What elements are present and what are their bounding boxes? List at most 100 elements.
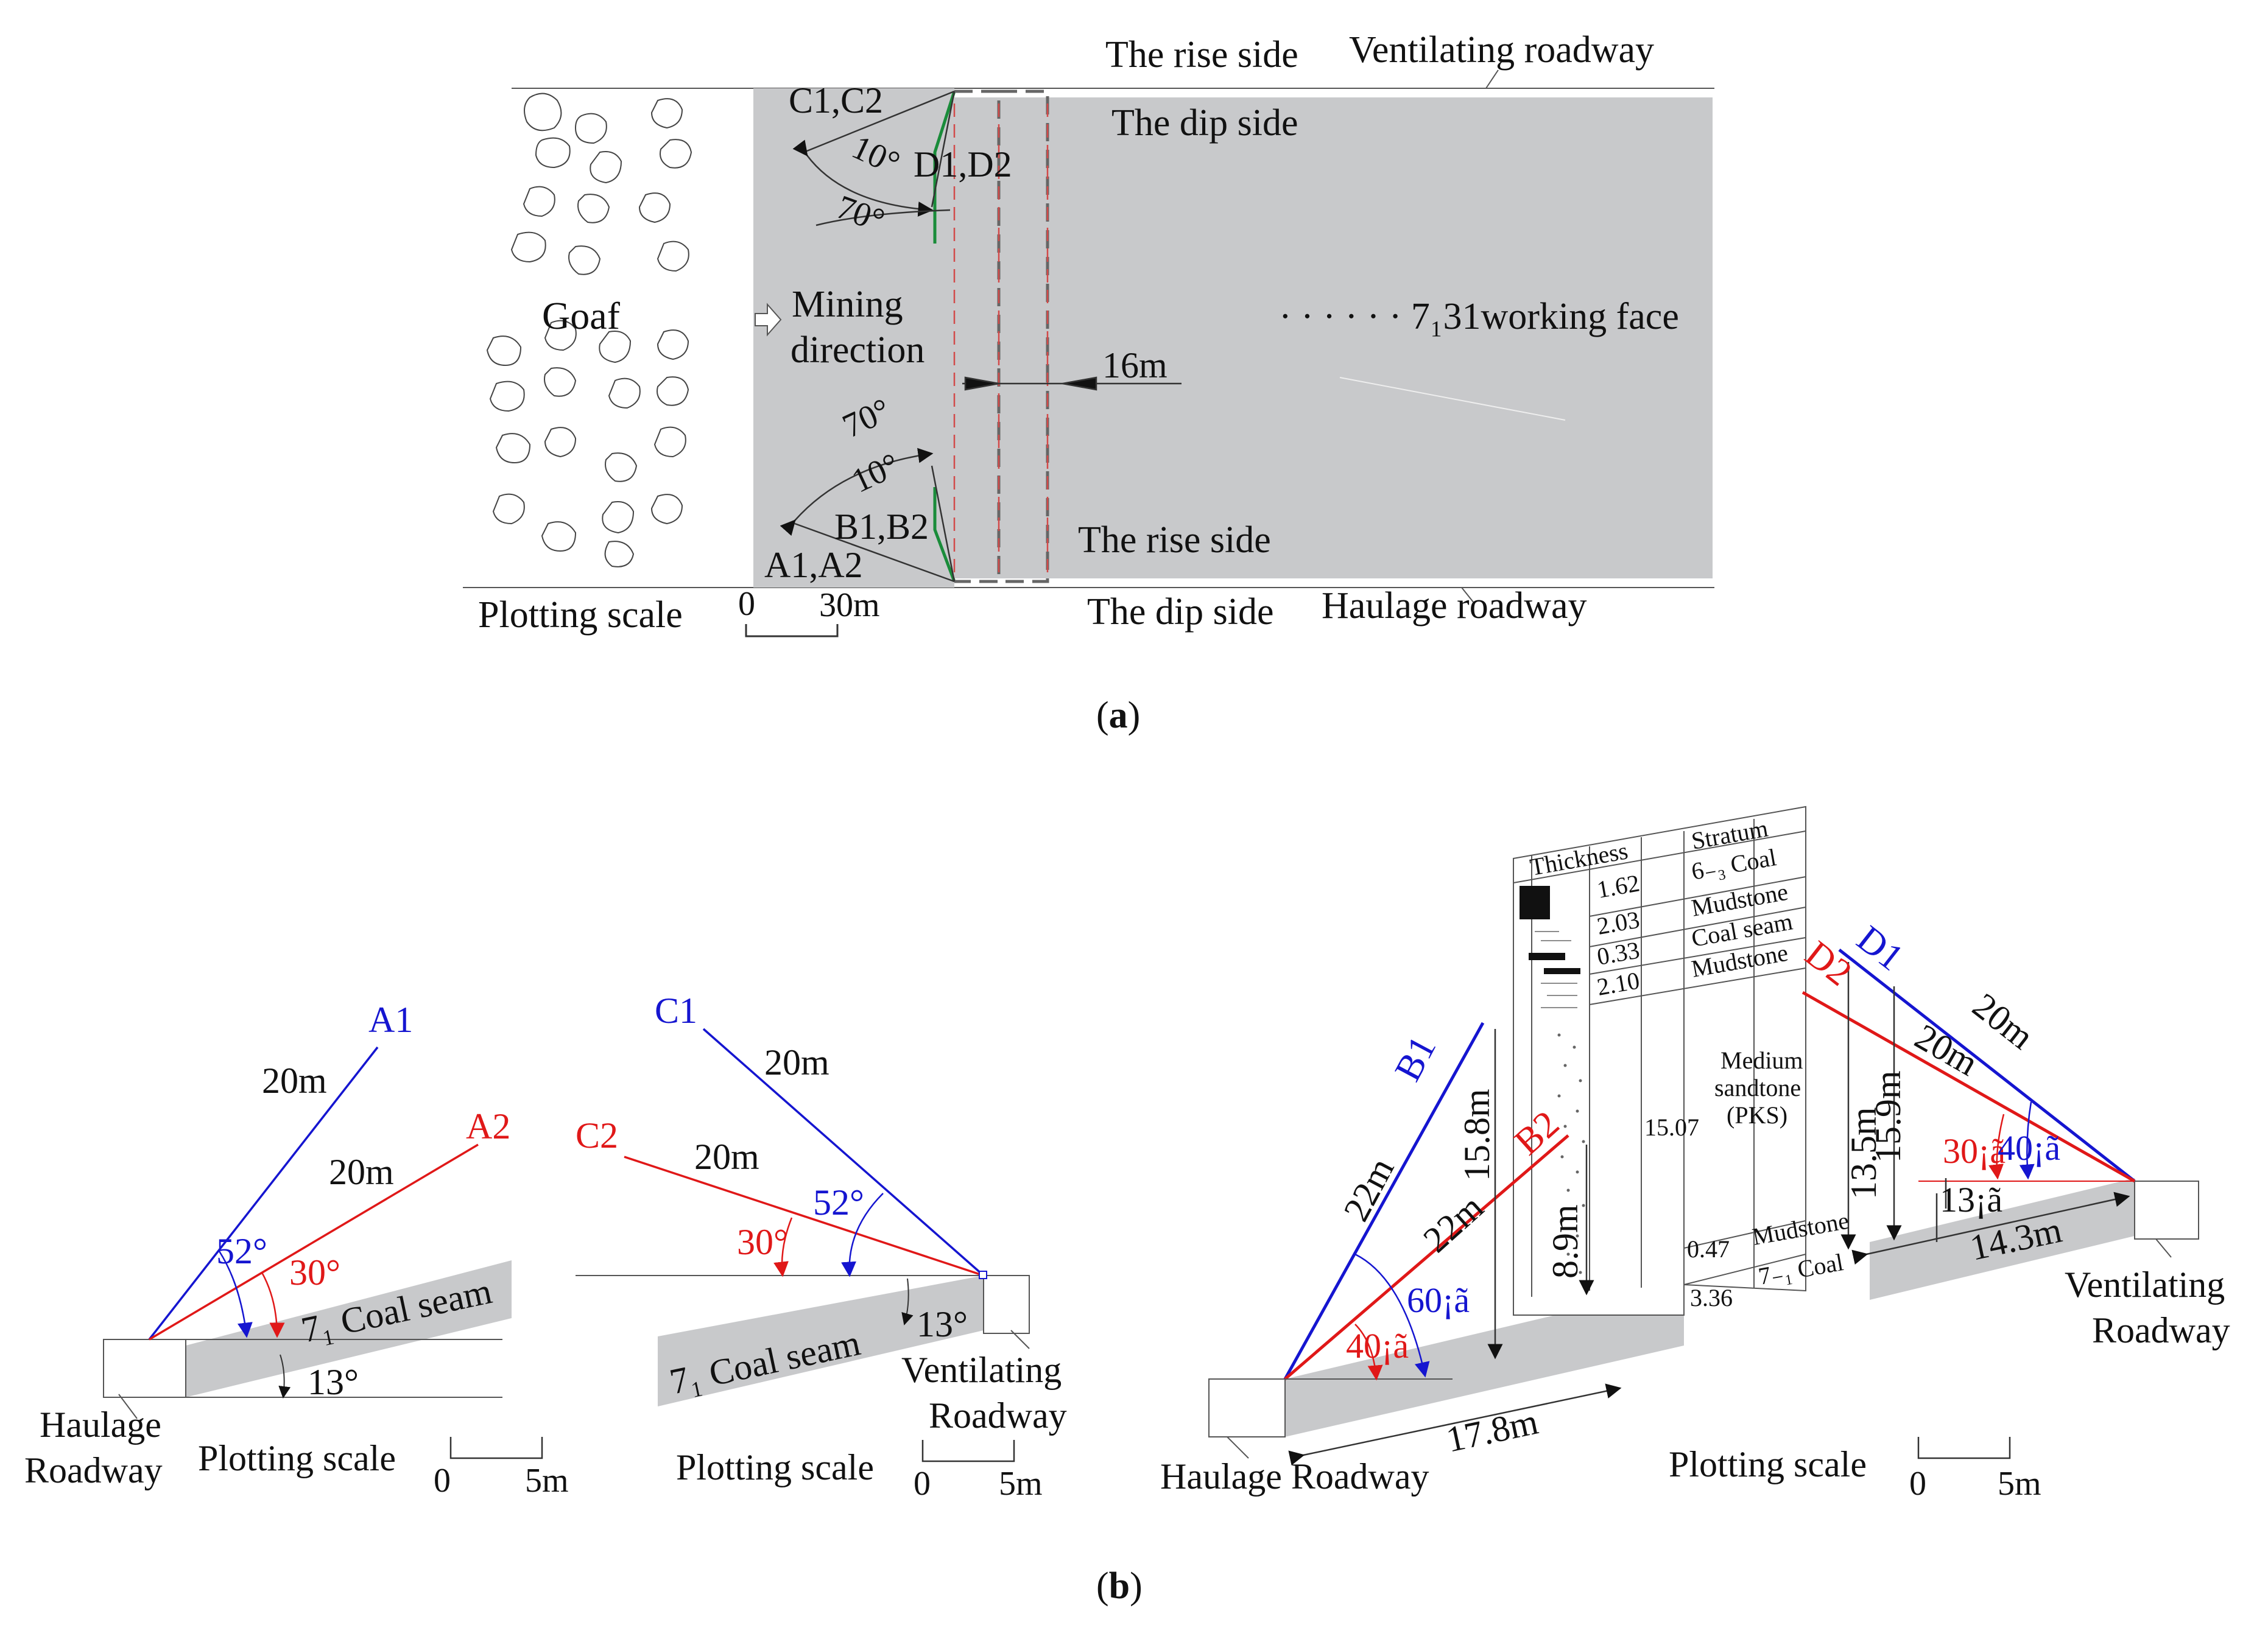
face-line	[933, 91, 956, 244]
dip-side-bottom: The dip side	[1087, 591, 1274, 633]
label-c1: C1	[655, 991, 697, 1031]
plot-scale-a: Plotting scale	[478, 594, 683, 636]
a-label: A1,A2	[764, 545, 863, 585]
plot-scale-right: Plotting scale	[1669, 1444, 1867, 1484]
ang13-right: 13¡ã	[1940, 1180, 2002, 1220]
dist-16m: 16m	[1102, 345, 1167, 385]
haul-leader-right	[1227, 1436, 1249, 1459]
ang40-b: 40¡ã	[1346, 1326, 1409, 1366]
face-line-bottom	[933, 487, 956, 582]
b-label: B1,B2	[834, 507, 929, 547]
panel-b-right: B1 B2 D1 D2 22m 22m 15.8m 8.9m 20m 20m 1…	[1160, 805, 2230, 1503]
haul-leader-left	[118, 1394, 138, 1419]
angle-lines-bottom	[780, 447, 956, 583]
h-b2: 8.9m	[1545, 1204, 1585, 1279]
angle-lines-top	[792, 90, 956, 226]
scale5-right: 5m	[1998, 1465, 2041, 1503]
sandstone-dots	[1557, 1033, 1585, 1274]
pivot-mid	[979, 1271, 987, 1279]
arc-30-d	[1988, 1114, 2005, 1180]
label-a2: A2	[466, 1106, 510, 1146]
label-d2: D2	[1797, 933, 1859, 994]
arc-40-d	[2019, 1101, 2035, 1180]
scale-bar-right	[1917, 1437, 2011, 1459]
dip-side-top: The dip side	[1111, 102, 1298, 144]
a1-line	[148, 1046, 379, 1341]
b2-line	[1284, 1134, 1569, 1380]
c2-line	[624, 1156, 984, 1277]
dim-17-8	[1288, 1383, 1622, 1465]
strata-thick-6: 3.36	[1690, 1284, 1733, 1311]
vent-roadway-label: Ventilating roadway	[1349, 29, 1654, 71]
haul-left-1: Haulage	[40, 1405, 161, 1445]
dist-17-8: 17.8m	[1443, 1402, 1541, 1460]
haulage-roadway-left	[103, 1339, 186, 1398]
a2-line	[149, 1143, 479, 1341]
mining-label-2: direction	[791, 329, 924, 371]
haul-roadway-label: Haulage roadway	[1322, 585, 1587, 626]
scale0-right: 0	[1909, 1465, 1926, 1503]
scale0-mid: 0	[914, 1465, 931, 1503]
dim-14-3	[1851, 1192, 2130, 1265]
scale-30-a: 30m	[819, 586, 880, 624]
ang30-left: 30°	[289, 1252, 340, 1293]
arc-52-left	[218, 1251, 253, 1338]
len-c1: 20m	[764, 1042, 829, 1083]
d-label: D1,D2	[914, 144, 1012, 184]
goaf-label: Goaf	[542, 294, 621, 337]
coal-seam-mid	[658, 1276, 984, 1406]
goaf-rocks	[486, 93, 692, 567]
ang52-left: 52°	[216, 1231, 267, 1271]
pks-2: sandtone	[1714, 1074, 1801, 1101]
vent-roadway-right	[2134, 1181, 2199, 1240]
mining-label-1: Mining	[792, 284, 903, 325]
ang52-mid: 52°	[813, 1182, 864, 1223]
haulage-roadway-right	[1208, 1378, 1286, 1437]
panel-b-caption: (b)	[1096, 1565, 1143, 1607]
ang30-mid: 30°	[737, 1222, 788, 1262]
monitor-lines	[953, 104, 1049, 575]
c1-line	[702, 1028, 985, 1277]
ang40-d: 40¡ã	[1998, 1128, 2060, 1168]
panel-b-left: A1 A2 20m 20m 52° 30° 7₁ Coal seam 13° H…	[24, 1000, 569, 1500]
len-a2: 20m	[329, 1152, 394, 1192]
vent-roadway-mid	[983, 1275, 1030, 1334]
scale-bar-a	[745, 624, 839, 637]
working-face-label: · · · · · · 7₁31working face	[1279, 296, 1679, 337]
ang30-d: 30¡ã	[1943, 1131, 2006, 1171]
panel-a: The rise side Ventilating roadway The di…	[463, 29, 1714, 736]
ang13-mid: 13°	[917, 1304, 968, 1344]
vent-mid-2: Roadway	[929, 1395, 1067, 1436]
label-a1: A1	[368, 1000, 413, 1040]
haul-leader	[1461, 587, 1474, 603]
rise-side-top: The rise side	[1105, 34, 1298, 75]
scale5-mid: 5m	[999, 1465, 1043, 1503]
plot-scale-left: Plotting scale	[198, 1438, 396, 1478]
scale5-left: 5m	[525, 1462, 569, 1500]
ang60: 60¡ã	[1407, 1280, 1470, 1320]
rise-side-bottom: The rise side	[1078, 519, 1271, 561]
arc-60	[1354, 1253, 1430, 1378]
advanced-face-outlines	[954, 89, 1049, 583]
arc-13-mid	[901, 1278, 914, 1325]
scale-0-a: 0	[738, 585, 755, 623]
vent-right-2: Roadway	[2092, 1310, 2230, 1350]
h-d1: 15.9m	[1868, 1070, 1908, 1163]
arc-30-mid	[773, 1217, 793, 1277]
label-b1: B1	[1387, 1030, 1444, 1088]
scale0-left: 0	[434, 1462, 451, 1500]
h-b1: 15.8m	[1457, 1089, 1497, 1181]
c-label: C1,C2	[789, 80, 883, 121]
arc-40-b	[1354, 1324, 1383, 1381]
panel-a-caption: (a)	[1096, 695, 1140, 736]
strata-thick-4: 15.07	[1644, 1114, 1699, 1141]
vent-leader	[1485, 69, 1499, 89]
scale-bar-mid	[921, 1440, 1015, 1462]
pks-1: Medium	[1720, 1047, 1803, 1074]
vent-leader-right	[2155, 1238, 2172, 1258]
working-face-leader	[1339, 377, 1566, 421]
mining-direction-arrow	[755, 303, 782, 337]
b1-line	[1283, 1022, 1485, 1380]
ang13-left: 13°	[308, 1362, 359, 1402]
panel-b-middle: C1 C2 20m 20m 52° 30° 13° 7₁ Coal seam V…	[576, 991, 1067, 1503]
